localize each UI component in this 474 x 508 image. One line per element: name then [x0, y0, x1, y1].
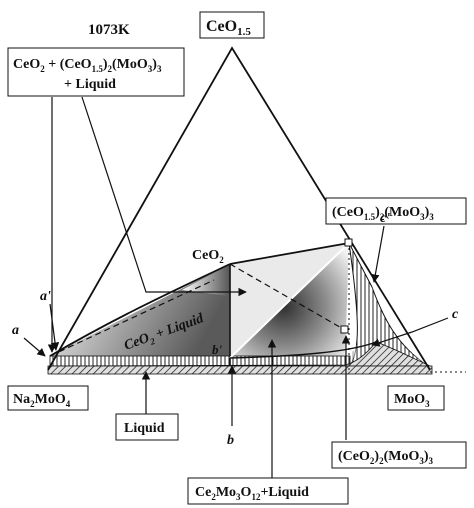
phase-label-ce2mo3o12: Ce2Mo3O12+Liquid	[195, 485, 309, 502]
compound-label-ceo2: CeO2	[192, 248, 224, 265]
point-label-c: c	[452, 307, 459, 322]
vertex-box-right	[387, 385, 445, 411]
point-label-c-prime: c'	[380, 211, 390, 226]
compound-box-top-right	[325, 197, 467, 225]
phase-box-ce2mo3o12	[187, 477, 349, 505]
vertex-label-left: Na2MoO4	[13, 392, 71, 409]
dashed-line-left	[49, 279, 215, 357]
arrow-topleft-to-center	[81, 96, 247, 297]
upper-small-region	[182, 264, 230, 296]
compound-box-bottom-right	[331, 441, 467, 469]
compound-label-bottom-right: (CeO2)2(MoO3)3	[338, 449, 434, 466]
point-label-b-prime: b'	[212, 342, 223, 357]
phase-label-top-left-line1: CeO2 + (CeO1.5)2(MoO3)3	[13, 57, 162, 74]
phase-box-top-left	[7, 47, 185, 97]
arrow-c	[371, 317, 449, 347]
compound-label-top-right: (CeO1.5)2(MoO3)3	[332, 205, 434, 222]
phase-box-liquid	[115, 413, 179, 441]
vertex-label-top: CeO1.5	[206, 18, 251, 38]
vertex-box-top	[199, 11, 265, 39]
vertex-label-right: MoO3	[394, 392, 430, 409]
ceo2-left-boundary	[49, 263, 231, 357]
base-hatch	[47, 365, 433, 375]
liquid-thin-band	[49, 355, 351, 367]
point-label-a-prime: a'	[40, 289, 51, 304]
point-label-b: b	[227, 433, 234, 448]
ceo2-liquid-region	[50, 264, 230, 358]
phase-label-top-left-line2: + Liquid	[64, 77, 116, 92]
point-marker-ceo2-2	[340, 325, 349, 334]
arrow-a	[23, 337, 46, 357]
dashed-line-ceo2	[229, 263, 346, 331]
arrow-a-prime	[49, 303, 60, 351]
point-marker-right	[344, 238, 353, 247]
point-label-a: a	[12, 323, 19, 338]
liquidus-curve	[229, 341, 377, 359]
triangle-edges	[47, 46, 431, 371]
arrow-c-prime	[371, 225, 385, 283]
vertex-box-left	[7, 385, 89, 411]
temperature-label: 1073K	[88, 22, 130, 38]
tie-line-right-bprime	[229, 242, 350, 359]
tie-line-ceo2-right	[229, 242, 350, 265]
phase-label-liquid: Liquid	[124, 421, 165, 436]
